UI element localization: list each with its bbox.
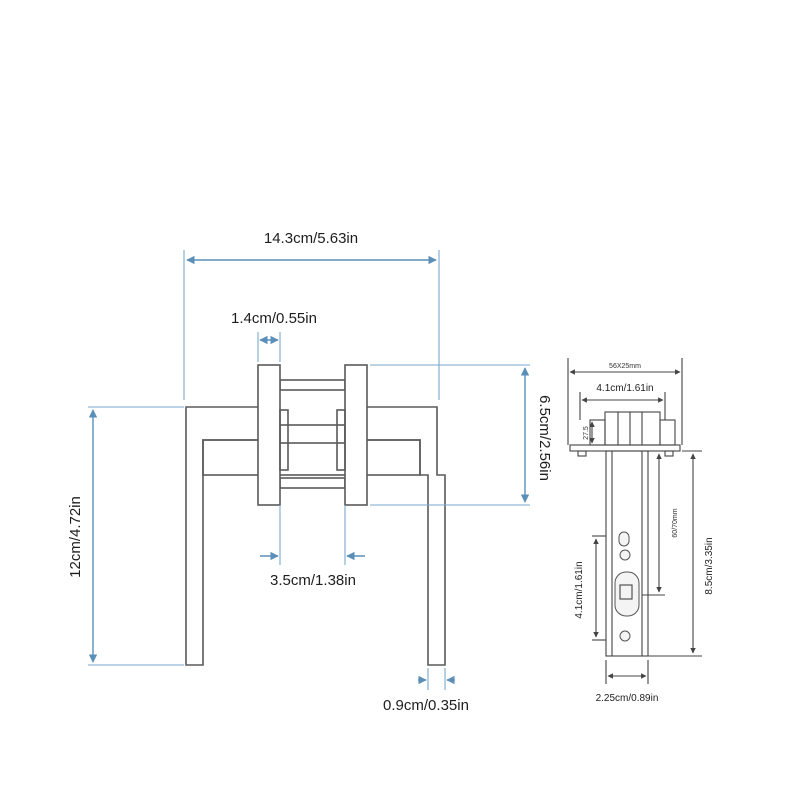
right-lever-handle bbox=[356, 406, 446, 666]
plate-width-label: 2.25cm/0.89in bbox=[596, 693, 659, 704]
latch-length-label: 8.5cm/3.35in bbox=[704, 537, 715, 594]
latch-top-hole bbox=[618, 531, 630, 547]
spindle-rod-middle bbox=[279, 424, 346, 444]
hole-spacing-label: 4.1cm/1.61in bbox=[574, 561, 585, 618]
latch-faceplate bbox=[569, 444, 681, 452]
faceplate-depth-label: 27.5 bbox=[583, 426, 590, 440]
overall-width-label: 14.3cm/5.63in bbox=[264, 230, 358, 247]
latch-spindle-slot bbox=[614, 571, 640, 617]
rose-height-label: 6.5cm/2.56in bbox=[536, 395, 553, 481]
handle-length-label: 12cm/4.72in bbox=[67, 496, 84, 578]
dimension-rose-gap: 3.5cm/1.38in bbox=[260, 505, 365, 589]
dimension-faceplate-depth: 27.5 bbox=[583, 421, 595, 444]
latch-lower-screw-hole bbox=[619, 630, 631, 642]
backset-label: 60/70mm bbox=[672, 508, 679, 537]
rose-gap-label: 3.5cm/1.38in bbox=[270, 572, 356, 589]
spindle-rod-bottom bbox=[279, 477, 346, 489]
right-rose-inner bbox=[336, 409, 346, 471]
left-lever-handle bbox=[185, 406, 269, 666]
spindle-upper-bar bbox=[202, 439, 421, 476]
latch-body bbox=[605, 450, 649, 657]
dimension-handle-length: 12cm/4.72in bbox=[67, 406, 184, 666]
faceplate-size-label: 56X25mm bbox=[609, 363, 641, 370]
dimension-faceplate-size: 56X25mm bbox=[567, 358, 683, 445]
dimension-faceplate-width: 4.1cm/1.61in bbox=[579, 383, 666, 420]
handle-thickness-label: 0.9cm/0.35in bbox=[383, 697, 469, 714]
dimension-handle-thickness: 0.9cm/0.35in bbox=[383, 668, 469, 714]
left-rose bbox=[257, 364, 281, 506]
latch-spindle-square bbox=[619, 584, 633, 600]
dimension-backset: 60/70mm bbox=[642, 450, 679, 596]
spindle-rod-top bbox=[279, 379, 346, 391]
dimension-hole-spacing: 4.1cm/1.61in bbox=[574, 535, 606, 641]
dimension-rose-thickness: 1.4cm/0.55in bbox=[231, 310, 317, 362]
dimension-plate-width: 2.25cm/0.89in bbox=[596, 660, 659, 704]
left-rose-inner bbox=[279, 409, 289, 471]
lever-handle-drawing bbox=[185, 364, 446, 666]
dimension-rose-height: 6.5cm/2.56in bbox=[370, 364, 553, 506]
rose-thickness-label: 1.4cm/0.55in bbox=[231, 310, 317, 327]
dimension-overall-width: 14.3cm/5.63in bbox=[183, 230, 440, 400]
right-rose bbox=[344, 364, 368, 506]
faceplate-width-label: 4.1cm/1.61in bbox=[596, 383, 653, 394]
latch-upper-screw-hole bbox=[619, 549, 631, 561]
dimension-latch-length: 8.5cm/3.35in bbox=[648, 450, 715, 657]
latch-drawing bbox=[569, 411, 681, 657]
latch-bolt bbox=[604, 411, 661, 446]
